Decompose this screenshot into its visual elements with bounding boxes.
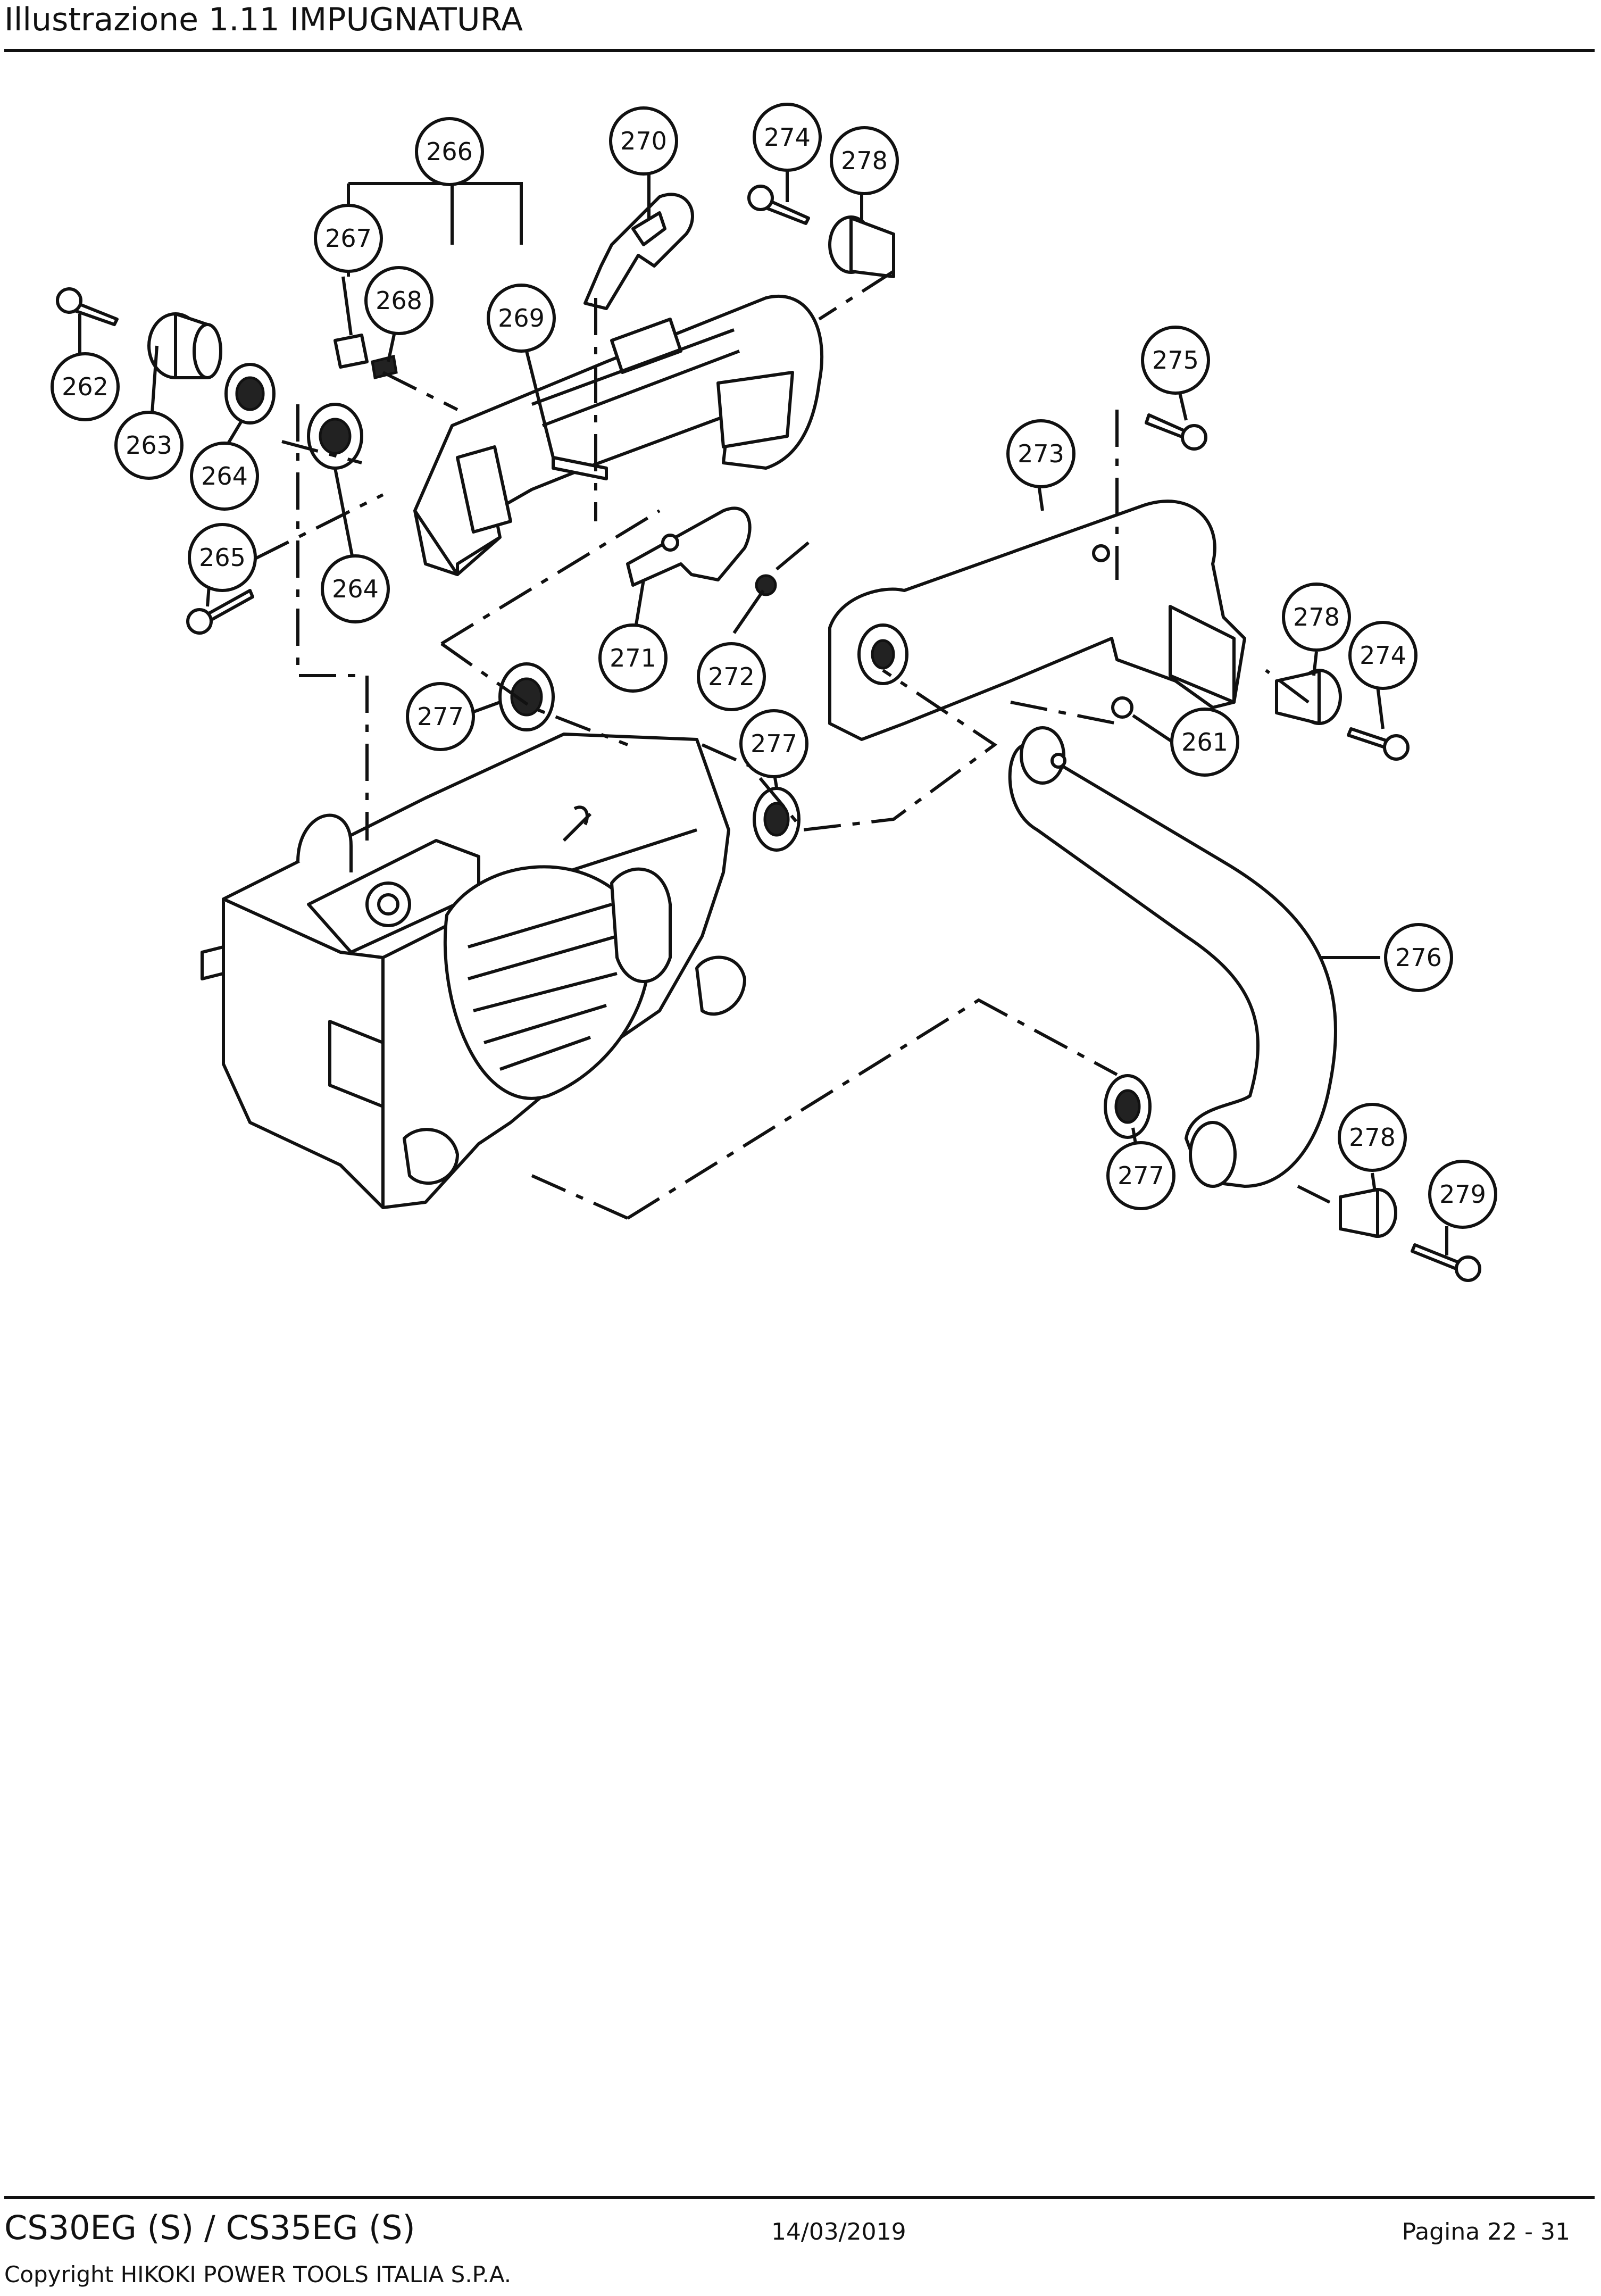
callout-266-label: 266 [426,137,473,166]
callout-264-lower: 264 [321,554,390,623]
callout-279-label: 279 [1439,1180,1486,1209]
copyright-notice: Copyright HIKOKI POWER TOOLS ITALIA S.P.… [4,2261,512,2287]
callout-264-lower-label: 264 [332,575,379,603]
callout-269-label: 269 [498,304,545,332]
callout-278-bottom-label: 278 [1349,1123,1396,1152]
callout-276: 276 [1384,923,1453,992]
callout-267-label: 267 [325,224,372,253]
callouts: 266 270 274 278 267 268 269 262 263 264 … [51,103,1497,1229]
assembly-lines [254,270,1331,1220]
throttle-trigger [583,193,694,310]
callout-265: 265 [188,523,257,592]
callout-261: 261 [1170,708,1239,777]
callout-268: 268 [364,266,433,335]
callout-277-left: 277 [406,682,475,751]
callout-270: 270 [609,106,678,176]
callout-277-bottom: 277 [1106,1141,1175,1210]
throttle-lockout-lever [626,506,752,587]
callout-277-middle: 277 [739,709,808,778]
model-name: CS30EG (S) / CS35EG (S) [4,2208,415,2247]
callout-262: 262 [51,352,120,421]
callout-274-top: 274 [753,103,822,172]
callout-278-top: 278 [830,126,899,195]
callout-272: 272 [697,642,766,711]
callout-264-upper: 264 [190,442,259,511]
document-date: 14/03/2019 [771,2218,906,2245]
callout-271-label: 271 [610,644,656,672]
callout-278-bottom: 278 [1338,1103,1407,1172]
screws [56,185,1481,1282]
callout-273-label: 273 [1018,439,1064,468]
callout-274-top-label: 274 [764,123,811,152]
callout-263: 263 [114,411,184,480]
callout-277-bottom-label: 277 [1118,1161,1164,1190]
anti-vibration-dampers [224,363,1152,1139]
handle-bushings [828,215,1397,1238]
tubular-front-handle [1008,726,1337,1188]
callout-272-label: 272 [708,662,755,691]
handle-bracket [828,500,1246,741]
callout-262-label: 262 [62,372,109,401]
callout-267: 267 [314,204,383,273]
callout-279: 279 [1428,1160,1497,1229]
callout-275-label: 275 [1152,346,1199,375]
callout-275: 275 [1141,326,1210,395]
trigger-spring [755,541,810,596]
page-title: Illustrazione 1.11 IMPUGNATURA [4,1,523,38]
callout-274-right-label: 274 [1360,641,1406,670]
callout-266: 266 [415,117,484,186]
callout-269: 269 [487,284,556,353]
callout-261-label: 261 [1181,728,1228,756]
rear-handle-housing [413,294,824,576]
callout-270-label: 270 [620,127,667,155]
hex-nut [1111,696,1133,719]
callout-263-label: 263 [126,431,172,460]
engine-housing [201,733,746,1209]
callout-265-label: 265 [199,543,246,572]
callout-277-left-label: 277 [417,702,464,731]
header-rule [4,49,1595,52]
footer-rule [4,2196,1595,2199]
callout-268-label: 268 [376,286,422,315]
callout-274-right: 274 [1348,621,1417,690]
callout-271: 271 [598,623,668,693]
page-number: Pagina 22 - 31 [1402,2218,1570,2245]
callout-276-label: 276 [1395,943,1442,972]
pin-and-sleeve-parts [333,334,608,480]
callout-273: 273 [1006,419,1075,488]
callout-278-top-label: 278 [841,146,888,175]
callout-278-right: 278 [1282,583,1351,652]
callout-278-right-label: 278 [1293,603,1340,631]
collar-bushing [147,312,222,379]
callout-277-middle-label: 277 [751,729,797,758]
leader-lines [78,165,1448,1255]
callout-264-upper-label: 264 [201,462,248,490]
